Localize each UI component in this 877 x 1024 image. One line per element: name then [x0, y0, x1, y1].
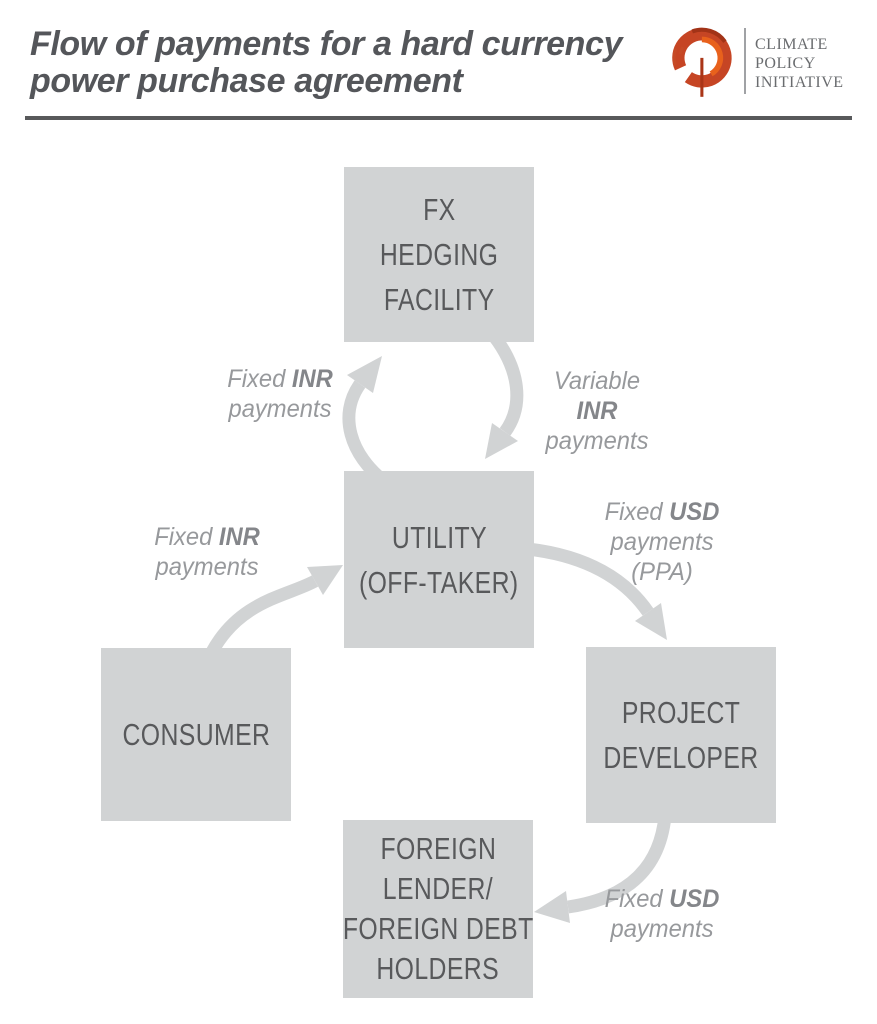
- node-foreign-lender-debt-holders: FOREIGN LENDER/ FOREIGN DEBT HOLDERS: [343, 820, 533, 998]
- node-line: FACILITY: [383, 282, 495, 317]
- climate-policy-initiative-logo-icon: [672, 27, 732, 97]
- logo-wordmark: CLIMATE POLICY INITIATIVE: [755, 35, 844, 92]
- node-fx-hedging-facility: FX HEDGING FACILITY: [344, 167, 534, 342]
- title-line-2: power purchase agreement: [30, 62, 463, 100]
- label-word: Fixed: [154, 523, 213, 551]
- label-currency: INR: [291, 365, 333, 393]
- wordmark-line: CLIMATE: [755, 36, 828, 53]
- node-utility-off-taker: UTILITY (OFF-TAKER): [344, 471, 534, 648]
- label-word: Fixed: [604, 498, 663, 526]
- node-line: LENDER/: [382, 871, 494, 906]
- node-consumer: CONSUMER: [101, 648, 291, 821]
- title-line-1: Flow of payments for a hard currency: [30, 25, 623, 63]
- logo-divider: [744, 28, 746, 94]
- wordmark-line: INITIATIVE: [755, 74, 844, 91]
- label-word: payments: [155, 553, 259, 581]
- arrow-fx-to-utility: [485, 332, 524, 459]
- arrow-consumer-to-utility: [206, 565, 343, 656]
- node-line: UTILITY: [391, 519, 487, 555]
- label-word: Variable: [553, 367, 641, 395]
- label-currency: USD: [669, 885, 720, 913]
- header-rule: [25, 116, 852, 120]
- label-variable-inr-fx-to-utility: Variable INR payments: [483, 366, 711, 456]
- node-line: CONSUMER: [122, 716, 270, 752]
- node-line: HOLDERS: [376, 951, 500, 986]
- label-word: payments: [228, 395, 332, 423]
- label-word: Fixed: [227, 365, 286, 393]
- label-currency: INR: [576, 397, 618, 425]
- node-line: (OFF-TAKER): [359, 564, 519, 600]
- label-currency: INR: [218, 523, 260, 551]
- arrow-utility-to-developer: [527, 542, 667, 640]
- label-note: (PPA): [631, 558, 693, 586]
- node-line: FX: [422, 192, 456, 227]
- label-word: payments: [610, 915, 714, 943]
- node-project-developer: PROJECT DEVELOPER: [586, 647, 776, 823]
- label-word: payments: [545, 427, 649, 455]
- label-currency: USD: [669, 498, 720, 526]
- label-fixed-inr-consumer-to-utility: Fixed INR payments: [93, 522, 321, 582]
- label-fixed-usd-developer-to-lender: Fixed USD payments: [548, 884, 776, 944]
- node-line: FOREIGN: [380, 831, 496, 866]
- label-fixed-usd-ppa-utility-to-developer: Fixed USD payments (PPA): [548, 497, 776, 587]
- wordmark-line: POLICY: [755, 55, 816, 72]
- arrow-developer-to-lender: [534, 815, 672, 923]
- node-line: HEDGING: [379, 237, 499, 272]
- page-title: Flow of payments for a hard currency pow…: [30, 26, 630, 100]
- label-word: Fixed: [604, 885, 663, 913]
- node-line: DEVELOPER: [603, 740, 759, 775]
- label-fixed-inr-utility-to-fx: Fixed INR payments: [166, 364, 394, 424]
- label-word: payments: [610, 528, 714, 556]
- node-line: FOREIGN DEBT: [342, 911, 534, 946]
- node-line: PROJECT: [621, 695, 741, 730]
